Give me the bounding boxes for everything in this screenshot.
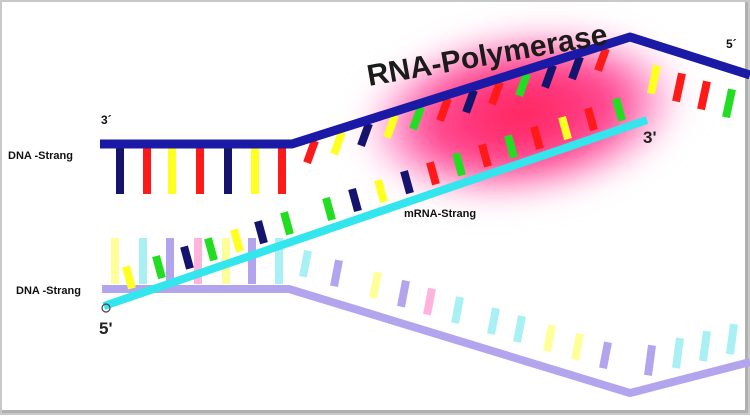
dna-top-base xyxy=(697,80,711,111)
dna-top-base xyxy=(462,89,478,114)
dna-bottom-base xyxy=(369,271,382,299)
mrna-base xyxy=(612,97,626,122)
dna-bottom-base xyxy=(726,323,738,355)
rna-polymerase-glow xyxy=(348,19,696,209)
mrna-base xyxy=(322,196,336,221)
mrna-base xyxy=(280,211,294,236)
dna-top-base xyxy=(409,105,425,131)
mrna-base xyxy=(230,228,244,253)
dna-bottom-base xyxy=(299,250,312,278)
dna-bottom-base xyxy=(599,341,612,370)
mrna-base xyxy=(180,245,194,270)
mrna-bases xyxy=(122,97,626,290)
mrna-base xyxy=(152,255,166,280)
mrna-base xyxy=(558,116,572,141)
dna-bottom-base xyxy=(571,332,584,361)
mrna-5-end-marker xyxy=(101,303,111,313)
mrna-base xyxy=(204,237,218,262)
dna-bottom-base xyxy=(543,324,556,352)
mrna-base xyxy=(478,143,492,168)
mrna-5-end-label: 5' xyxy=(99,319,113,338)
dna-top-base xyxy=(383,114,399,139)
dna-top-base xyxy=(436,97,452,122)
dna-top-backbone xyxy=(100,32,750,149)
dna-top-base xyxy=(594,47,610,72)
dna-top-base xyxy=(541,64,557,89)
dna-bottom-base xyxy=(513,315,526,343)
dna-top-base xyxy=(515,72,531,97)
dna-bottom-base xyxy=(699,330,711,362)
mrna-backbone xyxy=(102,116,649,310)
dna-bottom-base xyxy=(672,337,684,369)
dna-top-base xyxy=(647,64,661,95)
dna-top-base xyxy=(488,80,504,106)
dna-top-bases xyxy=(116,47,736,194)
mrna-base xyxy=(348,187,362,213)
mrna-base xyxy=(426,161,440,186)
dna-top-label: DNA -Strang xyxy=(8,150,73,162)
dna-top-base xyxy=(303,139,319,165)
mrna-base xyxy=(452,152,466,177)
dna-top-base xyxy=(330,130,346,156)
mrna-base xyxy=(530,125,544,150)
dna-bottom-base xyxy=(397,279,410,308)
dna-top-base xyxy=(568,55,584,81)
mrna-base xyxy=(374,179,388,204)
top-right-end-label: 5´ xyxy=(726,37,737,51)
dna-bottom-backbone xyxy=(102,285,750,397)
mrna-base xyxy=(122,265,136,290)
dna-top-base xyxy=(672,72,686,103)
top-left-end-label: 3´ xyxy=(101,113,112,127)
dna-bottom-base xyxy=(423,287,436,316)
dna-bottom-base xyxy=(451,296,464,324)
mrna-base xyxy=(584,107,598,132)
dna-bottom-base xyxy=(644,344,656,376)
dna-bottom-base xyxy=(330,259,343,288)
mrna-base xyxy=(254,220,268,245)
mrna-base xyxy=(504,134,518,159)
dna-bottom-bases xyxy=(111,238,738,376)
dna-bottom-base xyxy=(487,307,500,335)
mrna-label: mRNA-Strang xyxy=(404,208,476,220)
dna-top-base xyxy=(357,122,373,147)
dna-bottom-label: DNA -Strang xyxy=(16,285,81,297)
mrna-base xyxy=(400,170,414,195)
mrna-3-end-label: 3' xyxy=(643,128,657,147)
dna-top-base xyxy=(722,88,736,119)
